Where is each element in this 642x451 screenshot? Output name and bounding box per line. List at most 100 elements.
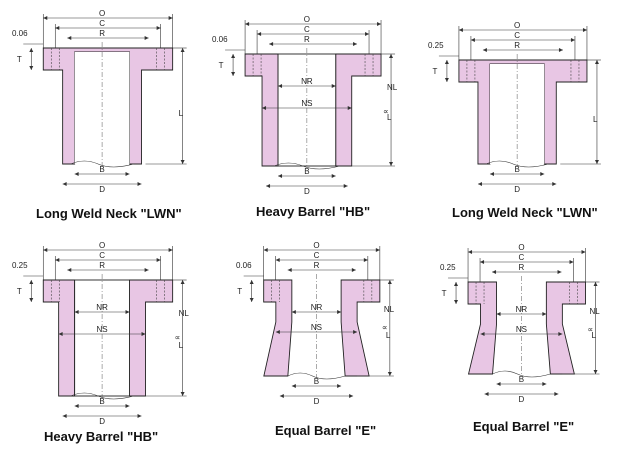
r-label: R (99, 261, 105, 270)
r-label: R (304, 35, 310, 44)
l-dimension-line-arrow-top (180, 48, 185, 52)
c-label: C (304, 25, 310, 34)
b-label: B (304, 167, 309, 176)
b-dimension-line-arrow-right (542, 382, 547, 386)
alpha-label: ∝ (382, 323, 388, 332)
r-label: R (514, 41, 520, 50)
raised-face-label: 0.25 (428, 41, 444, 50)
o-label: O (99, 241, 105, 250)
c-dimension-line-arrow-left (55, 258, 60, 262)
r-dimension-line-arrow-left (67, 268, 72, 272)
t-dimension-line-arrow-top (29, 48, 34, 52)
bore (74, 52, 130, 164)
ns-label: NS (301, 99, 312, 108)
o-dimension-line-arrow-right (582, 28, 587, 32)
d-label: D (519, 395, 525, 404)
l-dimension-line-arrow-top (594, 60, 599, 64)
d-label: D (304, 187, 310, 196)
l-dimension-line-arrow-bottom (593, 370, 598, 374)
raised-face-label: 0.25 (12, 261, 28, 270)
t-label: T (432, 67, 437, 76)
nl-label: NL (387, 83, 398, 92)
break-line (287, 372, 346, 380)
break-line (492, 370, 551, 378)
c-label: C (99, 19, 105, 28)
b-label: B (314, 377, 319, 386)
d-label: D (99, 417, 105, 426)
c-dimension-line-arrow-right (365, 32, 370, 36)
c-label: C (514, 31, 520, 40)
flange-caption: Equal Barrel "E" (275, 423, 377, 438)
l-dimension-line-arrow-top (389, 54, 394, 58)
o-dimension-line-arrow-right (168, 16, 173, 20)
flange-body-right (129, 279, 174, 397)
break-line (273, 162, 340, 170)
d-dimension-line-arrow-right (137, 182, 142, 186)
nr-dimension-line-arrow-left (496, 312, 501, 316)
l-dimension-line-arrow-bottom (180, 160, 185, 164)
flange-caption: Heavy Barrel "HB" (44, 429, 159, 444)
c-dimension-line-arrow-right (156, 26, 161, 30)
ns-dimension-line-arrow-right (141, 332, 146, 336)
t-dimension-line-arrow-bottom (444, 78, 449, 82)
ns-dimension-line-arrow-left (480, 332, 485, 336)
r-dimension-line-arrow-right (351, 268, 356, 272)
b-dimension-line-arrow-left (74, 172, 79, 176)
flange-body-left (244, 53, 279, 167)
o-dimension-line-arrow-right (168, 248, 173, 252)
t-dimension-line-arrow-bottom (231, 72, 236, 76)
r-dimension-line-arrow-right (144, 268, 149, 272)
nr-dimension-line-arrow-left (74, 310, 79, 314)
r-dimension-line-arrow-right (557, 270, 562, 274)
r-label: R (314, 261, 320, 270)
c-label: C (99, 251, 105, 260)
t-dimension-line-arrow-bottom (249, 298, 254, 302)
break-line (485, 160, 549, 168)
r-dimension-line-arrow-left (269, 42, 274, 46)
b-dimension-line-arrow-right (337, 384, 342, 388)
nr-dimension-line-arrow-right (125, 310, 130, 314)
l-dimension-line-arrow-bottom (594, 160, 599, 164)
flange-body-left (42, 279, 76, 397)
c-label: C (314, 251, 320, 260)
d-dimension-line-arrow-right (343, 184, 348, 188)
r-dimension-line-arrow-left (482, 48, 487, 52)
break-line (70, 392, 134, 400)
raised-face-label: 0.06 (212, 35, 228, 44)
c-dimension-line-arrow-left (470, 38, 475, 42)
l-label: L (179, 341, 184, 350)
o-label: O (518, 243, 524, 252)
ns-dimension-line-arrow-right (347, 106, 352, 110)
ns-dimension-line-arrow-left (58, 332, 63, 336)
b-dimension-line-arrow-left (489, 172, 494, 176)
flange-caption: Heavy Barrel "HB" (256, 204, 371, 219)
b-dimension-line-arrow-right (125, 404, 130, 408)
l-label: L (592, 331, 597, 340)
o-dimension-line-arrow-right (581, 250, 586, 254)
d-dimension-line-arrow-right (552, 182, 557, 186)
l-dimension-line-arrow-bottom (389, 162, 394, 166)
c-label: C (519, 253, 525, 262)
o-dimension-line-arrow-left (468, 250, 473, 254)
o-dimension-line-arrow-right (375, 248, 380, 252)
b-dimension-line-arrow-right (125, 172, 130, 176)
b-dimension-line-arrow-right (331, 174, 336, 178)
ns-label: NS (97, 325, 108, 334)
b-dimension-line-arrow-right (540, 172, 545, 176)
o-dimension-line-arrow-left (263, 248, 268, 252)
t-dimension-line-arrow-top (249, 280, 254, 284)
ns-dimension-line-arrow-left (262, 106, 267, 110)
nr-dimension-line-arrow-right (542, 312, 547, 316)
nr-dimension-line-arrow-right (331, 84, 336, 88)
t-label: T (237, 287, 242, 296)
d-dimension-line-arrow-left (266, 184, 271, 188)
